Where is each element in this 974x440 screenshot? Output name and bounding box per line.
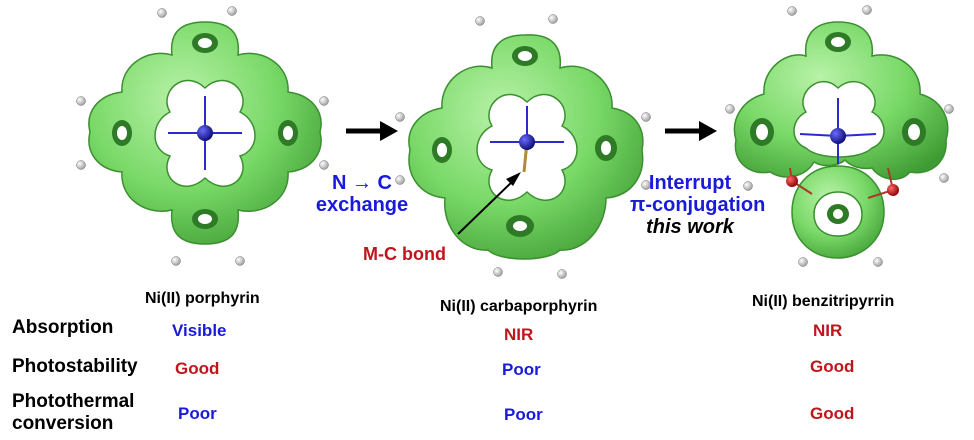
- photothermal-value-porphyrin: Poor: [178, 404, 217, 423]
- reaction-arrow-1: [346, 121, 398, 141]
- exchange-line-2: exchange: [315, 194, 409, 216]
- interrupt-line-1: Interrupt: [648, 172, 732, 194]
- photostability-value-porphyrin: Good: [175, 359, 220, 378]
- row-label-photothermal-line-2: conversion: [12, 412, 114, 434]
- mc-bond-pointer: [457, 172, 521, 235]
- mc-bond-label: M-C bond: [363, 244, 446, 264]
- interrupt-annotation: Interrupt π-conjugation this work: [630, 172, 766, 238]
- photostability-value-carbaporphyrin: Poor: [502, 360, 541, 379]
- row-label-photothermal-line-1: Photothermal: [12, 391, 135, 412]
- exchange-annotation: N → C exchange: [310, 172, 414, 216]
- molecule-title-porphyrin: Ni(II) porphyrin: [145, 290, 260, 307]
- absorption-value-benzitripyrrin: NIR: [813, 321, 843, 340]
- molecule-title-carbaporphyrin: Ni(II) carbaporphyrin: [440, 298, 598, 315]
- row-label-absorption: Absorption: [12, 317, 114, 338]
- interrupt-line-2: π-conjugation: [630, 194, 766, 216]
- reaction-arrow-2: [665, 121, 717, 141]
- absorption-value-carbaporphyrin: NIR: [504, 325, 534, 344]
- photothermal-value-carbaporphyrin: Poor: [504, 405, 543, 424]
- carbaporphyrin-model: [395, 14, 651, 279]
- photothermal-value-benzitripyrrin: Good: [810, 404, 855, 423]
- row-label-photostability: Photostability: [12, 356, 138, 377]
- row-label-photothermal: Photothermal conversion: [12, 391, 135, 435]
- benzitripyrrin-model: [725, 5, 954, 267]
- exchange-line-1: N → C: [332, 172, 392, 194]
- this-work-label: this work: [646, 216, 734, 238]
- molecule-title-benzitripyrrin: Ni(II) benzitripyrrin: [752, 293, 895, 310]
- absorption-value-porphyrin: Visible: [172, 321, 227, 340]
- porphyrin-model: [76, 6, 329, 266]
- photostability-value-benzitripyrrin: Good: [810, 357, 855, 376]
